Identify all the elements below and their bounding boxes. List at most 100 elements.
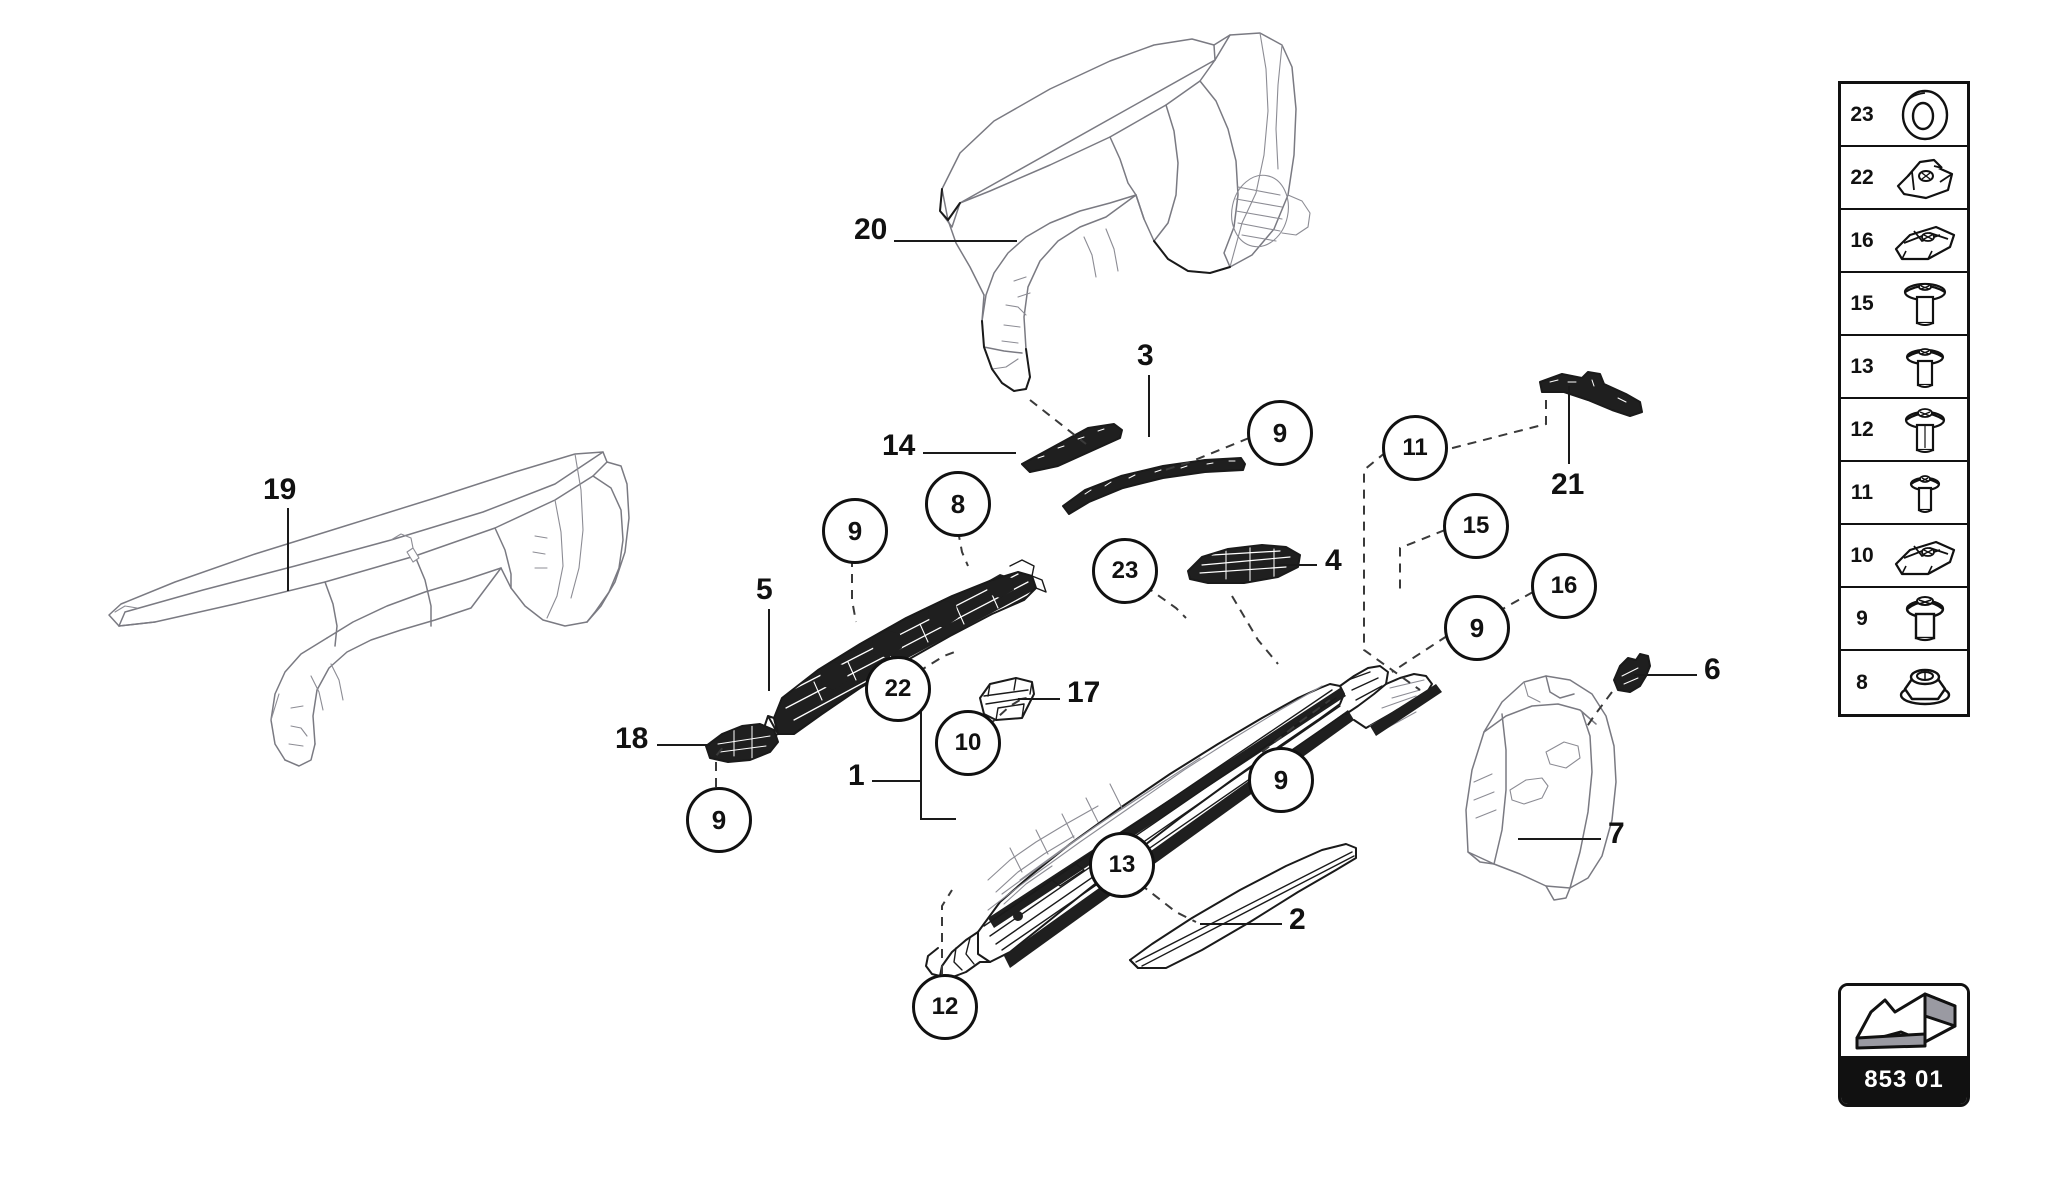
circled-callout-13: 13 [1089, 832, 1155, 898]
legend-row-16[interactable]: 16 [1841, 210, 1967, 273]
circled-callout-label: 15 [1462, 512, 1490, 539]
circled-callout-label: 9 [1469, 612, 1485, 643]
legend-number: 13 [1850, 354, 1874, 378]
circled-callout-8: 8 [925, 471, 991, 537]
callout-4: 4 [1325, 546, 1342, 576]
callout-20: 20 [854, 215, 887, 245]
legend-row-12[interactable]: 12 [1841, 399, 1967, 462]
flange-head-bolt-icon [1883, 399, 1967, 460]
callout-6: 6 [1704, 655, 1721, 685]
circled-callout-15: 15 [1443, 493, 1509, 559]
callout-6-label: 6 [1704, 653, 1721, 686]
part-4-bracket-clip-plate [1187, 544, 1301, 584]
sheet-metal-clip-icon [1883, 210, 1967, 271]
callout-5-label: 5 [756, 573, 773, 606]
group-code-box: 853 01 [1838, 983, 1970, 1107]
part-3-fender-mounting-strip [1062, 457, 1246, 515]
legend-number: 8 [1856, 670, 1868, 694]
legend-number: 22 [1850, 165, 1874, 189]
legend-row-15[interactable]: 15 [1841, 273, 1967, 336]
legend-row-10[interactable]: 10 [1841, 525, 1967, 588]
circled-callout-23: 23 [1092, 538, 1158, 604]
part-6-small-retaining-clip [1613, 653, 1651, 693]
callout-17-leader [1018, 698, 1060, 700]
legend-number: 16 [1850, 228, 1874, 252]
circled-callout-9: 9 [1247, 400, 1313, 466]
callout-6-leader [1634, 674, 1697, 676]
circled-callout-label: 9 [711, 804, 727, 835]
circled-callout-22: 22 [865, 656, 931, 722]
circled-callout-9: 9 [822, 498, 888, 564]
legend-row-11[interactable]: 11 [1841, 462, 1967, 525]
legend-row-9[interactable]: 9 [1841, 588, 1967, 651]
group-code-text: 853 01 [1864, 1066, 1944, 1093]
callout-5: 5 [756, 575, 773, 605]
legend-row-8[interactable]: 8 [1841, 651, 1967, 714]
callout-3-label: 3 [1137, 339, 1154, 372]
pan-head-bolt-long-icon [1883, 273, 1967, 334]
callout-14-label: 14 [882, 429, 916, 462]
circled-callout-9: 9 [1248, 747, 1314, 813]
callout-1-leader-bottom [920, 818, 956, 820]
circled-callout-label: 9 [1272, 417, 1288, 448]
callout-5-leader [768, 609, 770, 691]
flange-bolt-icon [1883, 588, 1967, 649]
callout-2-leader [1200, 923, 1282, 925]
circled-callout-9: 9 [1444, 595, 1510, 661]
part-19-front-fender-ghost [108, 451, 630, 767]
pan-head-bolt-icon [1883, 336, 1967, 397]
part-7-rear-wheel-arch-trim [1465, 675, 1617, 901]
group-code-bar: 853 01 [1841, 1056, 1967, 1104]
washer-icon [1883, 84, 1967, 145]
callout-17: 17 [1067, 678, 1100, 708]
circled-callout-label: 23 [1111, 557, 1139, 584]
callout-19: 19 [263, 475, 296, 505]
callout-1-label: 1 [848, 759, 865, 792]
callout-19-label: 19 [263, 473, 297, 506]
circled-callout-label: 11 [1402, 434, 1428, 461]
sill-panel-icon [1841, 986, 1967, 1056]
part-21-mounting-bracket-rail [1539, 371, 1643, 417]
callout-14: 14 [882, 431, 915, 461]
callout-20-label: 20 [854, 213, 888, 246]
circled-callout-label: 13 [1108, 851, 1136, 878]
part-18-end-bracket [705, 723, 779, 763]
legend-row-22[interactable]: 22 [1841, 147, 1967, 210]
spring-clip-nut-icon [1883, 147, 1967, 208]
circled-callout-10: 10 [935, 710, 1001, 776]
legend-number: 12 [1850, 417, 1874, 441]
callout-18-leader [657, 744, 710, 746]
circled-callout-label: 10 [954, 729, 982, 756]
callout-4-label: 4 [1325, 544, 1342, 577]
callout-19-leader [287, 508, 289, 591]
part-14-front-edge-strip [1021, 423, 1123, 473]
legend-row-23[interactable]: 23 [1841, 84, 1967, 147]
legend-number: 23 [1850, 102, 1874, 126]
circled-callout-11: 11 [1382, 415, 1448, 481]
legend-row-13[interactable]: 13 [1841, 336, 1967, 399]
circled-callout-label: 8 [950, 488, 966, 519]
callout-21-label: 21 [1551, 468, 1585, 501]
callout-1-leader [872, 780, 922, 782]
sheet-metal-clip-icon [1883, 525, 1967, 586]
callout-18-label: 18 [615, 722, 649, 755]
callout-2: 2 [1289, 905, 1306, 935]
callout-4-leader [1275, 564, 1317, 566]
callout-3: 3 [1137, 341, 1154, 371]
callout-7-label: 7 [1608, 817, 1625, 850]
circled-callout-label: 16 [1550, 572, 1578, 599]
callout-1: 1 [848, 761, 865, 791]
callout-3-leader [1148, 375, 1150, 437]
circled-callout-16: 16 [1531, 553, 1597, 619]
part-2-sill-trim-strip [1129, 843, 1357, 969]
callout-21: 21 [1551, 470, 1584, 500]
fasteners-legend: 23 22 16 15 13 12 [1838, 81, 1970, 717]
circled-callout-label: 9 [847, 515, 863, 546]
part-17-clip-spacer-block [979, 677, 1035, 721]
circled-callout-label: 22 [884, 675, 912, 702]
circled-callout-12: 12 [912, 974, 978, 1040]
callout-17-label: 17 [1067, 676, 1101, 709]
callout-7: 7 [1608, 819, 1625, 849]
